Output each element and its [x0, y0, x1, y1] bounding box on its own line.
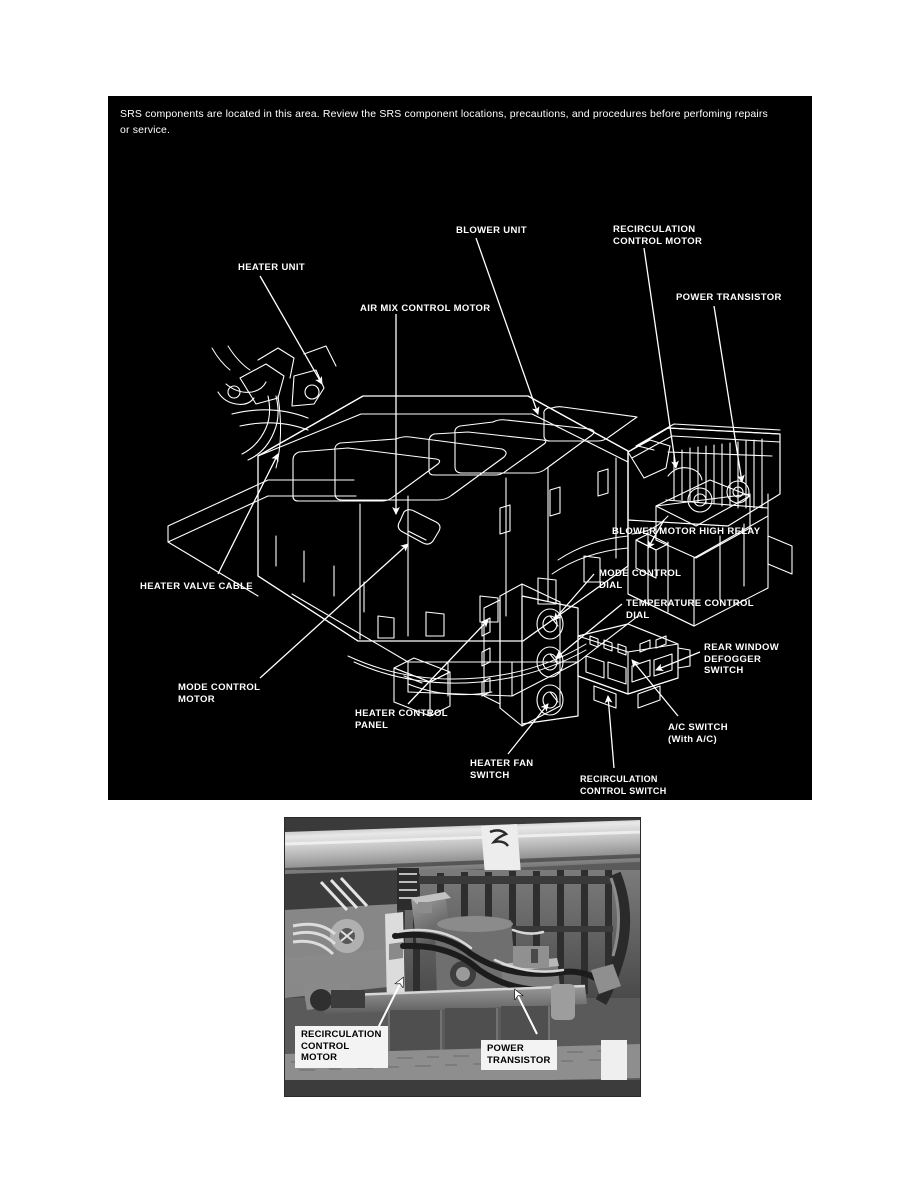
engine-bay-photograph: RECIRCULATION CONTROL MOTOR POWER TRANSI… — [285, 818, 640, 1096]
callout-power-transistor: POWER TRANSISTOR — [676, 292, 782, 303]
callout-ac-switch: A/C SWITCH (With A/C) — [668, 722, 728, 745]
callout-heater-unit: HEATER UNIT — [238, 262, 306, 273]
callout-heater-control-panel: HEATER CONTROL PANEL — [355, 708, 448, 731]
callout-leader-lines — [217, 237, 745, 769]
callout-recirculation-control-motor: RECIRCULATION CONTROL MOTOR — [613, 224, 703, 247]
callout-mode-control-motor: MODE CONTROL MOTOR — [178, 682, 261, 705]
callout-air-mix-control-motor: AIR MIX CONTROL MOTOR — [360, 303, 491, 314]
callout-temperature-control-dial: TEMPERATURE CONTROL DIAL — [626, 598, 754, 621]
callout-heater-valve-cable: HEATER VALVE CABLE — [140, 581, 253, 592]
callout-mode-control-dial: MODE CONTROL DIAL — [599, 568, 682, 591]
photo-callout-recirculation-control-motor: RECIRCULATION CONTROL MOTOR — [295, 1026, 388, 1068]
heater-unit-illustration — [167, 345, 793, 727]
callout-blower-unit: BLOWER UNIT — [456, 225, 527, 236]
callout-recirculation-control-switch: RECIRCULATION CONTROL SWITCH — [580, 774, 667, 796]
photo-callout-power-transistor: POWER TRANSISTOR — [481, 1040, 557, 1070]
callout-rear-window-defogger-switch: REAR WINDOW DEFOGGER SWITCH — [704, 642, 780, 676]
srs-warning-text: SRS components are located in this area.… — [120, 108, 768, 136]
callout-blower-motor-high-relay: BLOWER MOTOR HIGH RELAY — [612, 526, 761, 537]
srs-component-diagram: SRS components are located in this area.… — [108, 96, 812, 800]
callout-heater-fan-switch: HEATER FAN SWITCH — [470, 758, 534, 781]
photo-content — [285, 818, 640, 1096]
